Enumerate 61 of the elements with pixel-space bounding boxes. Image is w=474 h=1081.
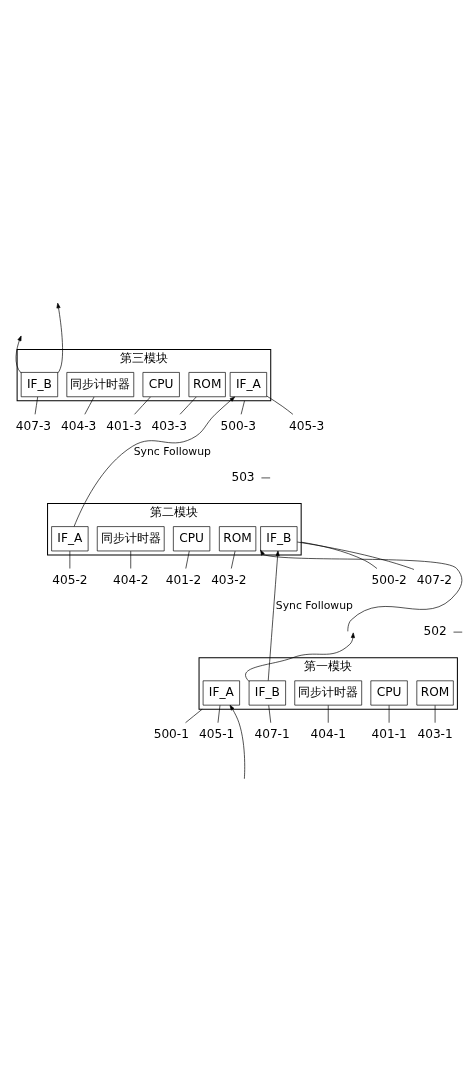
connector — [240, 399, 245, 415]
node-box: IF_B — [259, 525, 297, 551]
node-text: 405-1 — [198, 726, 234, 741]
node-box: IF_A — [50, 525, 88, 551]
connector — [34, 396, 38, 415]
node-text: 403-2 — [210, 572, 246, 587]
connector — [230, 550, 235, 569]
node-text: 403-1 — [416, 726, 453, 741]
connector — [69, 550, 70, 569]
connector — [434, 704, 435, 723]
node-box: IF_B — [20, 371, 58, 397]
node-text: 401-2 — [165, 572, 201, 587]
node-box: IF_A — [229, 371, 267, 397]
node-text: 404-2 — [112, 572, 148, 587]
node-text: 407-1 — [253, 726, 290, 741]
node-box: ROM — [416, 679, 454, 705]
connector — [217, 704, 220, 723]
arrow — [56, 302, 63, 373]
node-text: 502 — [422, 623, 447, 638]
connector — [133, 396, 151, 415]
node-box: ROM — [188, 371, 226, 397]
node-box: CPU — [142, 371, 180, 397]
connector — [267, 704, 271, 723]
edge-label: Sync Followup — [275, 598, 353, 612]
node-text: 500-3 — [220, 417, 256, 432]
node-box: 同步计时器 — [293, 679, 362, 705]
node-box: CPU — [172, 525, 210, 551]
connector — [129, 550, 131, 569]
node-text: 500-2 — [370, 572, 407, 587]
connector — [388, 704, 389, 723]
connector — [296, 541, 414, 570]
node-box: 同步计时器 — [65, 371, 134, 397]
node-text: 407-2 — [416, 572, 452, 587]
connector — [83, 396, 94, 415]
node-text: 401-3 — [105, 417, 142, 432]
node-box: ROM — [218, 525, 256, 551]
node-box: IF_B — [248, 679, 286, 705]
node-text: 500-1 — [153, 726, 189, 741]
node-text: 405-2 — [51, 572, 88, 587]
arrow — [229, 704, 245, 779]
node-text: 405-3 — [288, 417, 324, 432]
arrow — [267, 550, 280, 681]
connector — [327, 704, 329, 723]
node-text: 401-1 — [370, 726, 407, 741]
node-box: CPU — [370, 679, 408, 705]
arrow — [15, 335, 21, 373]
arrow — [73, 396, 235, 527]
node-text: 403-3 — [151, 417, 187, 432]
node-box: IF_A — [202, 679, 240, 705]
node-text: 503 — [230, 469, 255, 484]
node-text: 407-3 — [15, 417, 51, 432]
node-text: 404-3 — [60, 417, 96, 432]
arrow — [244, 632, 355, 682]
connector — [184, 550, 190, 569]
connector — [179, 396, 197, 415]
arrow — [259, 549, 462, 632]
edge-label: Sync Followup — [133, 444, 211, 458]
node-box: 同步计时器 — [96, 525, 165, 551]
connector — [184, 708, 202, 723]
node-text: 404-1 — [310, 726, 346, 741]
connector — [265, 395, 293, 415]
